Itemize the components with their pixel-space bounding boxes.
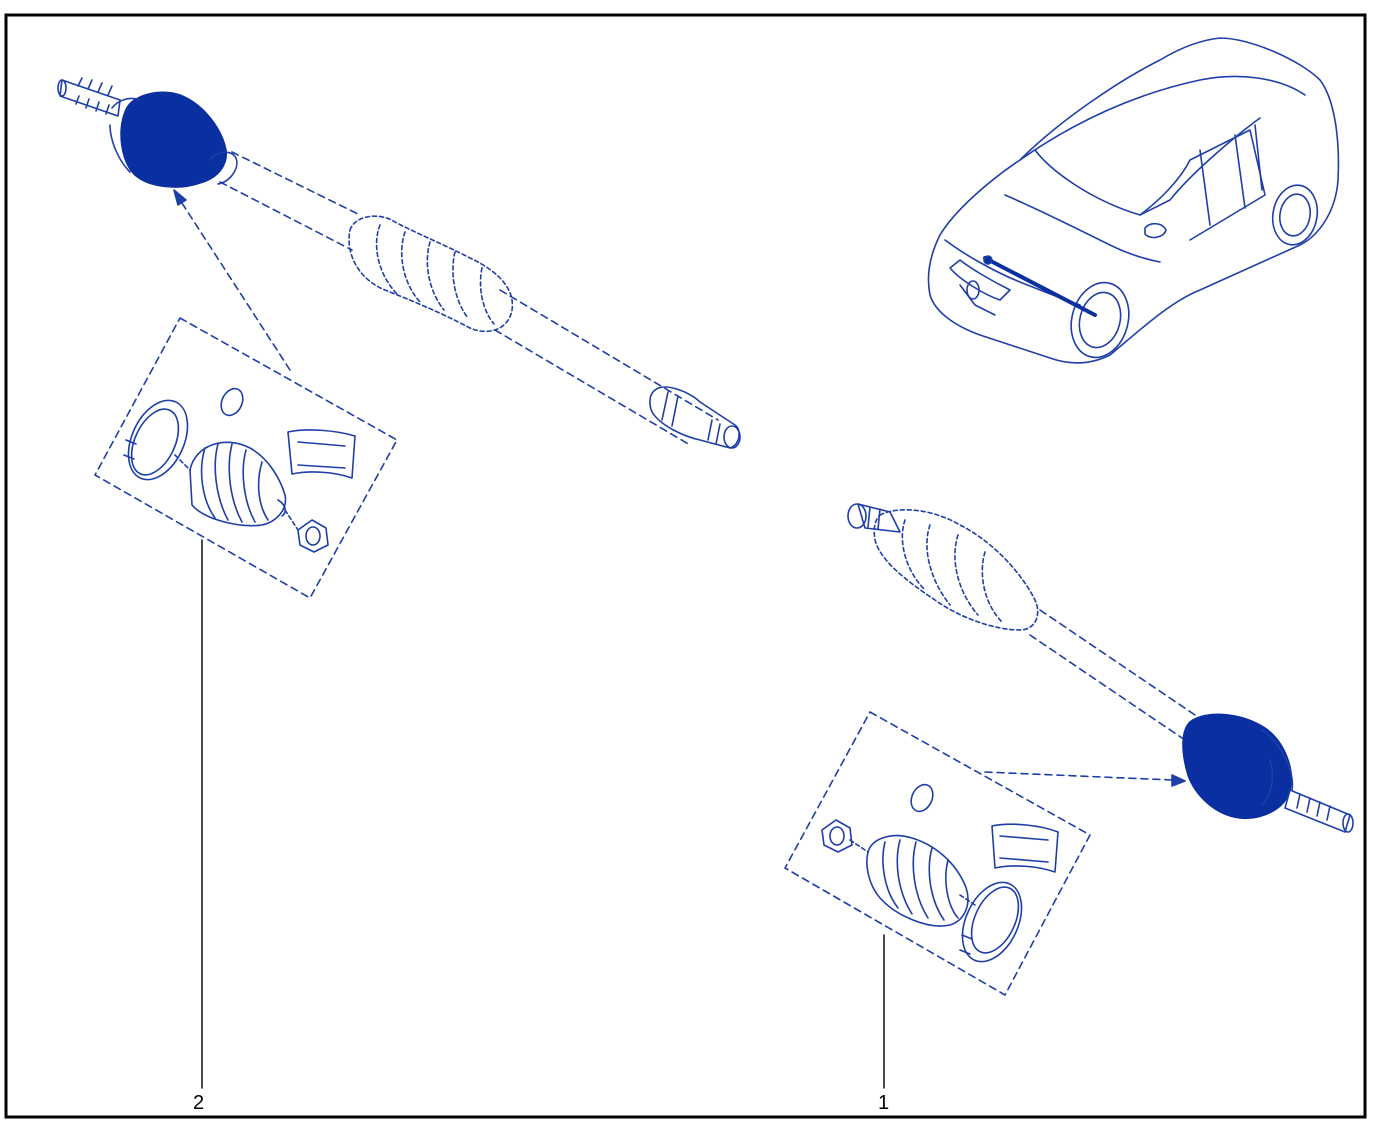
right-inner-joint <box>873 509 1039 631</box>
left-kit-boot <box>189 441 287 527</box>
left-kit-dashed-box <box>94 317 398 599</box>
right-kit-arrow <box>984 771 1173 781</box>
left-shaft-spline-stub <box>57 77 121 117</box>
right-kit-dashed-box <box>784 711 1091 996</box>
callout-label-2: 2 <box>193 1092 205 1114</box>
right-kit-grease-sachet <box>991 823 1059 873</box>
left-kit-arrow <box>179 199 291 371</box>
left-kit-small-ring <box>220 387 244 417</box>
right-driveshaft <box>847 503 1354 833</box>
car-body-outline <box>927 37 1340 364</box>
right-shaft-dashed <box>1029 609 1196 741</box>
right-kit-clamp-ring <box>959 881 1023 963</box>
left-shaft-dashed <box>219 151 719 446</box>
left-kit-clamp-ring <box>123 399 189 481</box>
vehicle-illustration <box>927 37 1340 364</box>
car-front-wheel <box>1070 281 1130 359</box>
diagram-frame <box>4 13 1367 1119</box>
left-inner-joint <box>348 215 514 333</box>
right-shaft-inner-end <box>847 503 901 533</box>
right-shaft-spline-stub <box>1284 789 1354 833</box>
car-driveshaft-indicator <box>983 256 1097 317</box>
left-kit-nut <box>297 519 329 553</box>
left-driveshaft <box>57 77 741 449</box>
car-rear-wheel <box>1271 184 1319 246</box>
right-outer-cv-boot <box>1182 713 1292 820</box>
callout-label-1: 1 <box>878 1092 890 1114</box>
right-kit-small-ring <box>910 783 934 813</box>
right-kit-boot <box>866 834 969 927</box>
right-kit-nut <box>821 819 853 853</box>
right-repair-kit <box>784 711 1091 1089</box>
left-outer-cv-boot <box>120 91 227 188</box>
left-shaft-inner-end <box>649 386 741 449</box>
left-repair-kit <box>94 317 398 1089</box>
left-kit-grease-sachet <box>287 429 356 479</box>
